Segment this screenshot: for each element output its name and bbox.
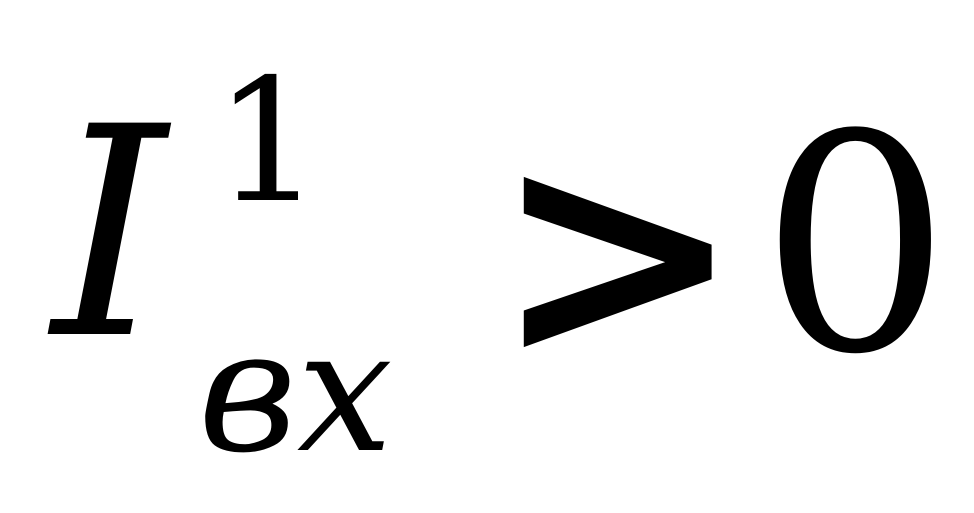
formula-subscript: вх bbox=[198, 293, 393, 491]
formula-rhs: 0 bbox=[760, 71, 951, 420]
formula-variable: I bbox=[52, 66, 167, 403]
formula-relation: > bbox=[492, 78, 744, 427]
formula-superscript: 1 bbox=[214, 43, 323, 241]
